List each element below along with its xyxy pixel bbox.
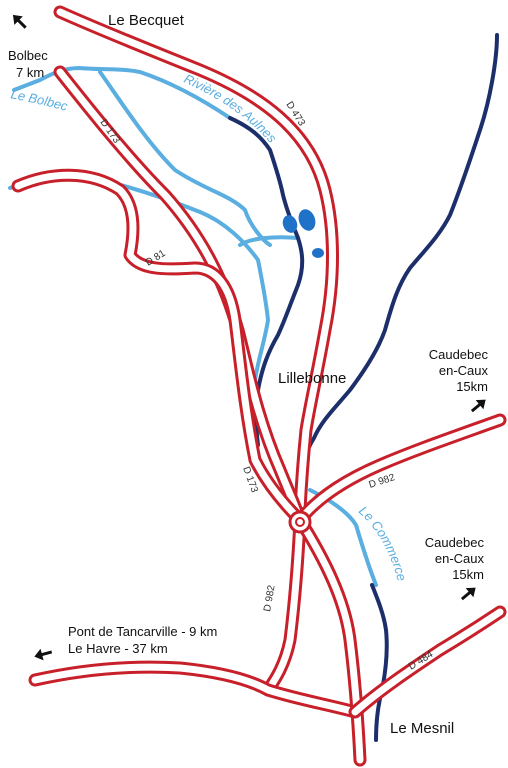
road-d982-east-fill [296, 416, 504, 524]
arrow-nw-icon [12, 14, 27, 29]
arrow-w-icon [34, 648, 53, 661]
place-caudebec-bottom-3: 15km [452, 567, 484, 582]
river-main [298, 33, 499, 492]
river-label-bolbec-text: Le Bolbec [10, 86, 70, 114]
river-mid-branch [238, 235, 300, 247]
arrow-ne-icon [470, 399, 486, 413]
road-d473-fill [56, 8, 336, 514]
place-lillebonne: Lillebonne [278, 370, 346, 387]
river-bolbec-branch [98, 70, 272, 247]
lake-3 [312, 248, 324, 258]
lakes [282, 209, 324, 258]
river-label-commerce-text: Le Commerce [356, 503, 410, 583]
place-bolbec-distance: 7 km [16, 65, 44, 80]
river-label-bolbec: Le Bolbec [10, 86, 70, 114]
place-caudebec-top-3: 15km [456, 379, 488, 394]
road-label-d982-bottom: D 982 [262, 584, 278, 613]
place-le-becquet: Le Becquet [108, 12, 185, 29]
place-labels: Le Becquet Bolbec 7 km Lillebonne Caudeb… [8, 12, 488, 737]
place-caudebec-top-2: en-Caux [439, 363, 489, 378]
direction-arrows [12, 14, 486, 661]
roundabout-center [295, 517, 305, 527]
river-aulnes [228, 116, 305, 447]
river-labels: Rivière des Aulnes Le Bolbec Le Commerce [10, 71, 410, 583]
place-caudebec-top-1: Caudebec [429, 347, 489, 362]
place-le-havre: Le Havre - 37 km [68, 641, 168, 656]
river-lower [370, 583, 389, 742]
place-tancarville: Pont de Tancarville - 9 km [68, 624, 217, 639]
river-label-commerce: Le Commerce [356, 503, 410, 583]
place-le-mesnil: Le Mesnil [390, 720, 454, 737]
road-to-mesnil-fill [296, 516, 364, 764]
river-dark-group [228, 33, 499, 742]
lake-1 [282, 215, 298, 233]
road-tancarville-fill [31, 663, 359, 716]
place-bolbec-name: Bolbec [8, 48, 48, 63]
road-d982-south-fill [264, 516, 304, 694]
road-d982-east [293, 413, 507, 527]
place-caudebec-bottom-1: Caudebec [425, 535, 485, 550]
road-d81-fill [14, 171, 304, 524]
road-network [11, 5, 507, 767]
arrow-ne-icon [460, 587, 476, 601]
road-d484-fill [351, 608, 504, 716]
lake-2 [298, 209, 316, 231]
place-caudebec-bottom-2: en-Caux [435, 551, 485, 566]
